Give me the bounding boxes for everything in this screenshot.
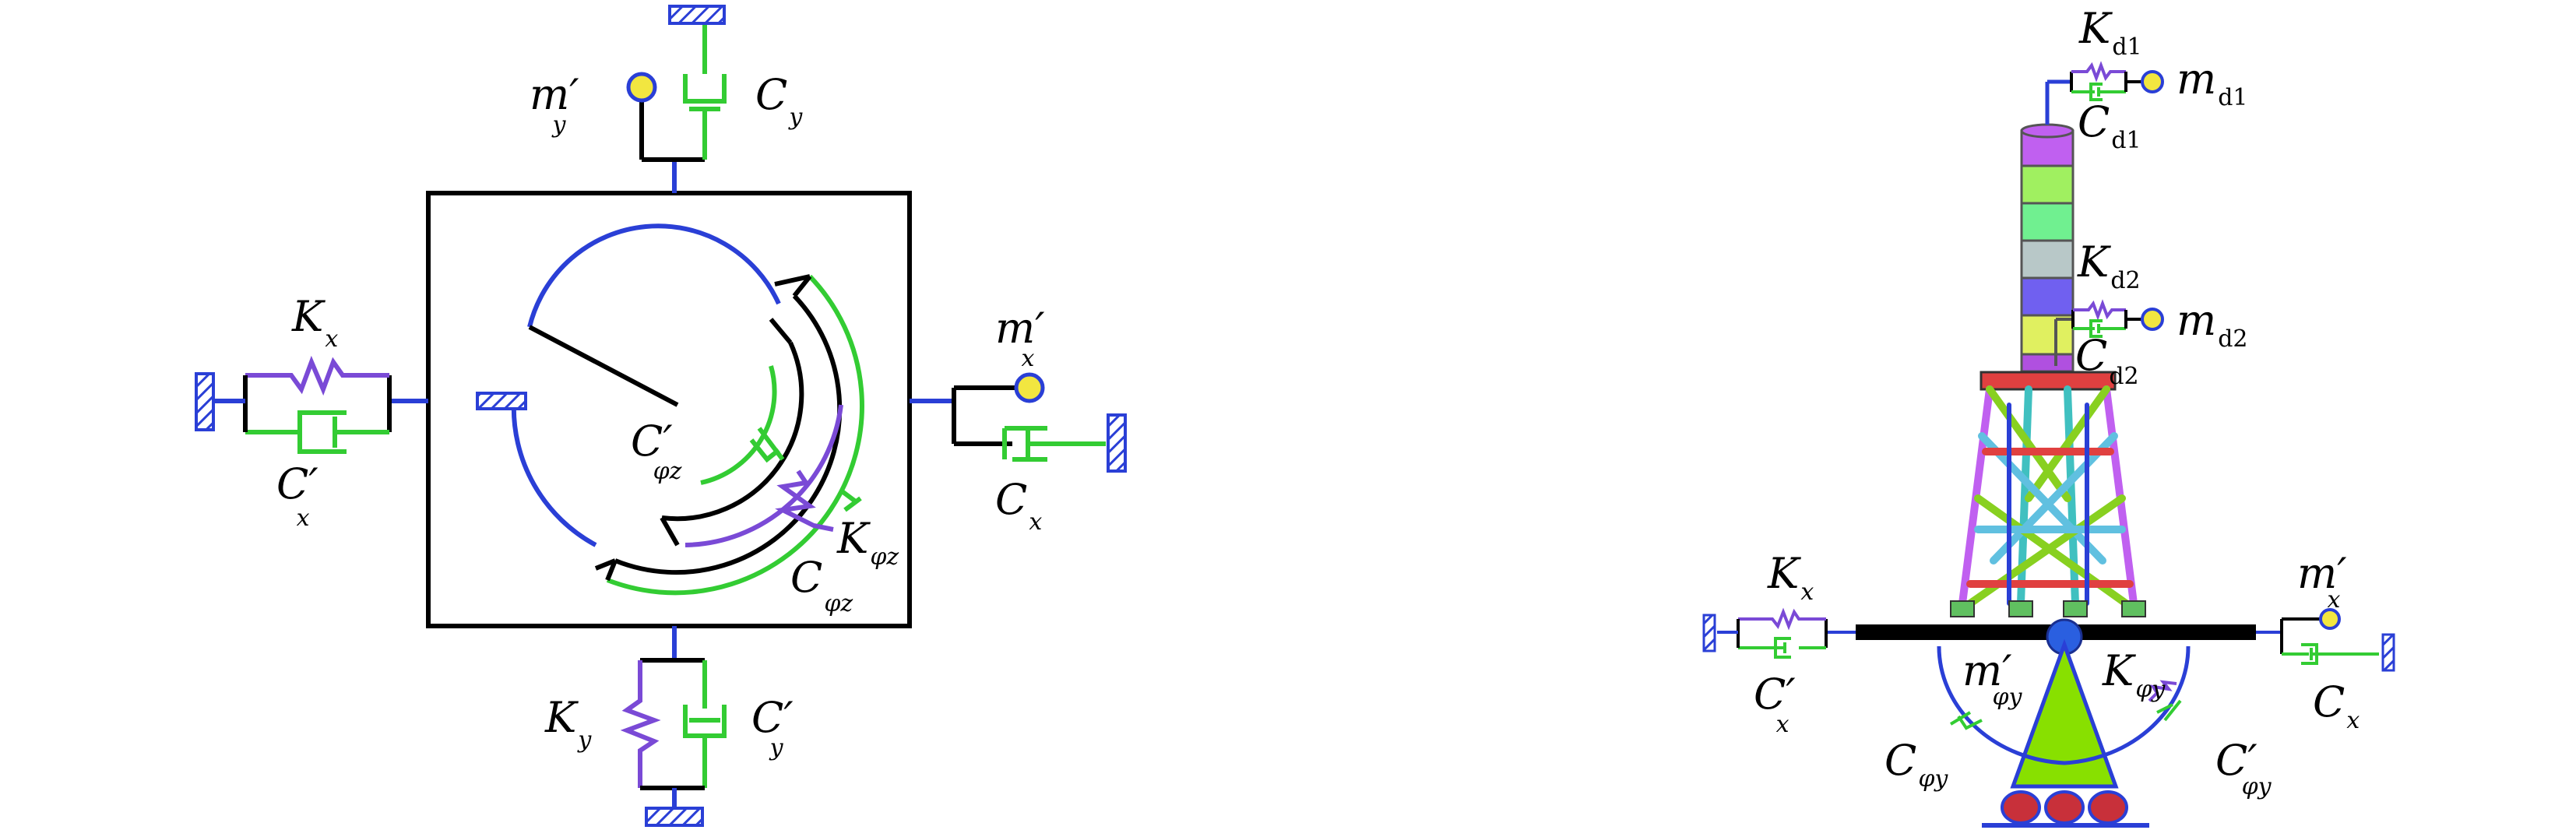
label-md2: md2 xyxy=(2177,296,2248,353)
damper-cphiy-icon xyxy=(1949,711,1983,730)
support-right-icon xyxy=(1107,413,1127,473)
jacket-lattice xyxy=(1958,385,2138,607)
spring-kphiz-icon xyxy=(775,470,834,532)
label-c-prime-phiy: C′φy xyxy=(2215,736,2272,800)
mass-mx-icon xyxy=(1014,372,1045,403)
pedestal xyxy=(2010,638,2119,789)
left-diagram: m′y Cy Kx C′x m′x Cx C′φz Kφz Cφz Ky C′y xyxy=(195,5,1127,827)
label-m-prime-phiy: m′φy xyxy=(1962,646,2022,711)
label-kx: Kx xyxy=(291,292,338,353)
spring-kx-icon xyxy=(245,355,389,396)
label-cy: Cy xyxy=(755,70,803,131)
label-m-prime-x: m′x xyxy=(995,304,1044,372)
label-m-prime-y: m′y xyxy=(530,70,579,139)
label-cd1: Cd1 xyxy=(2078,97,2141,154)
label-k-phiz: Kφz xyxy=(836,514,899,571)
label-ky: Ky xyxy=(544,693,592,754)
right-x-assembly xyxy=(910,372,1127,473)
mass-my-icon xyxy=(626,72,657,103)
tmd-d2-assembly xyxy=(2054,299,2164,366)
right-diagram: Kd1 Cd1 md1 Kd2 Cd2 md2 Kx C′x m′x Cx m′… xyxy=(1702,4,2395,828)
spring-kphiy-icon xyxy=(2148,680,2177,702)
right-right-x-assembly xyxy=(2256,608,2395,672)
rotational-phiz-assembly xyxy=(476,223,864,596)
label-c-phiz: Cφz xyxy=(790,553,853,617)
spring-kd1-icon xyxy=(2071,61,2126,83)
label-right-cx: Cx xyxy=(2313,677,2360,734)
spring-kd2-icon xyxy=(2073,299,2126,321)
support-left-icon xyxy=(195,372,215,431)
damper-cphiz-icon xyxy=(839,488,862,512)
label-c-prime-x: C′x xyxy=(276,459,318,532)
support-bottom-icon xyxy=(645,807,704,827)
damper-cd2-icon xyxy=(2073,319,2126,338)
label-md1: md1 xyxy=(2177,55,2248,111)
tmd-d1-assembly xyxy=(2045,61,2164,125)
deck xyxy=(1980,371,2117,391)
label-right-kx: Kx xyxy=(1767,549,1814,606)
tower-column xyxy=(2020,123,2075,373)
label-cd2: Cd2 xyxy=(2075,331,2139,390)
damper-cy-icon xyxy=(683,74,727,104)
label-k-phiy: Kφy xyxy=(2102,646,2166,703)
spring-ky-icon xyxy=(620,660,661,788)
label-kd1: Kd1 xyxy=(2078,4,2142,61)
label-c-prime-phiz: C′φz xyxy=(631,417,682,485)
damper-cd1-icon xyxy=(2071,83,2126,101)
left-x-assembly xyxy=(195,355,428,454)
leg-feet xyxy=(1950,600,2146,617)
damper-cx-icon xyxy=(1005,426,1047,462)
label-c-prime-y: C′y xyxy=(751,693,794,761)
damper-cpphiz-icon xyxy=(749,427,785,463)
mass-md1-icon xyxy=(2141,70,2164,93)
support-rotational-icon xyxy=(476,392,527,410)
foundation-frame xyxy=(426,191,912,628)
mass-md2-icon xyxy=(2141,308,2164,331)
damper-cpphiy-icon xyxy=(2156,699,2182,722)
label-cx: Cx xyxy=(995,475,1042,536)
right-left-x-assembly xyxy=(1702,607,1856,659)
label-c-phiy: Cφy xyxy=(1884,736,1948,793)
rotational-phiy-arc xyxy=(1937,645,2191,765)
rollers xyxy=(1982,790,2149,828)
label-kd2: Kd2 xyxy=(2077,237,2141,294)
label-right-m-prime-x: m′x xyxy=(2297,549,2346,614)
label-right-c-prime-x: C′x xyxy=(1754,670,1796,738)
support-top-icon xyxy=(668,5,726,25)
top-y-assembly xyxy=(626,5,727,193)
bottom-y-assembly xyxy=(620,626,727,827)
